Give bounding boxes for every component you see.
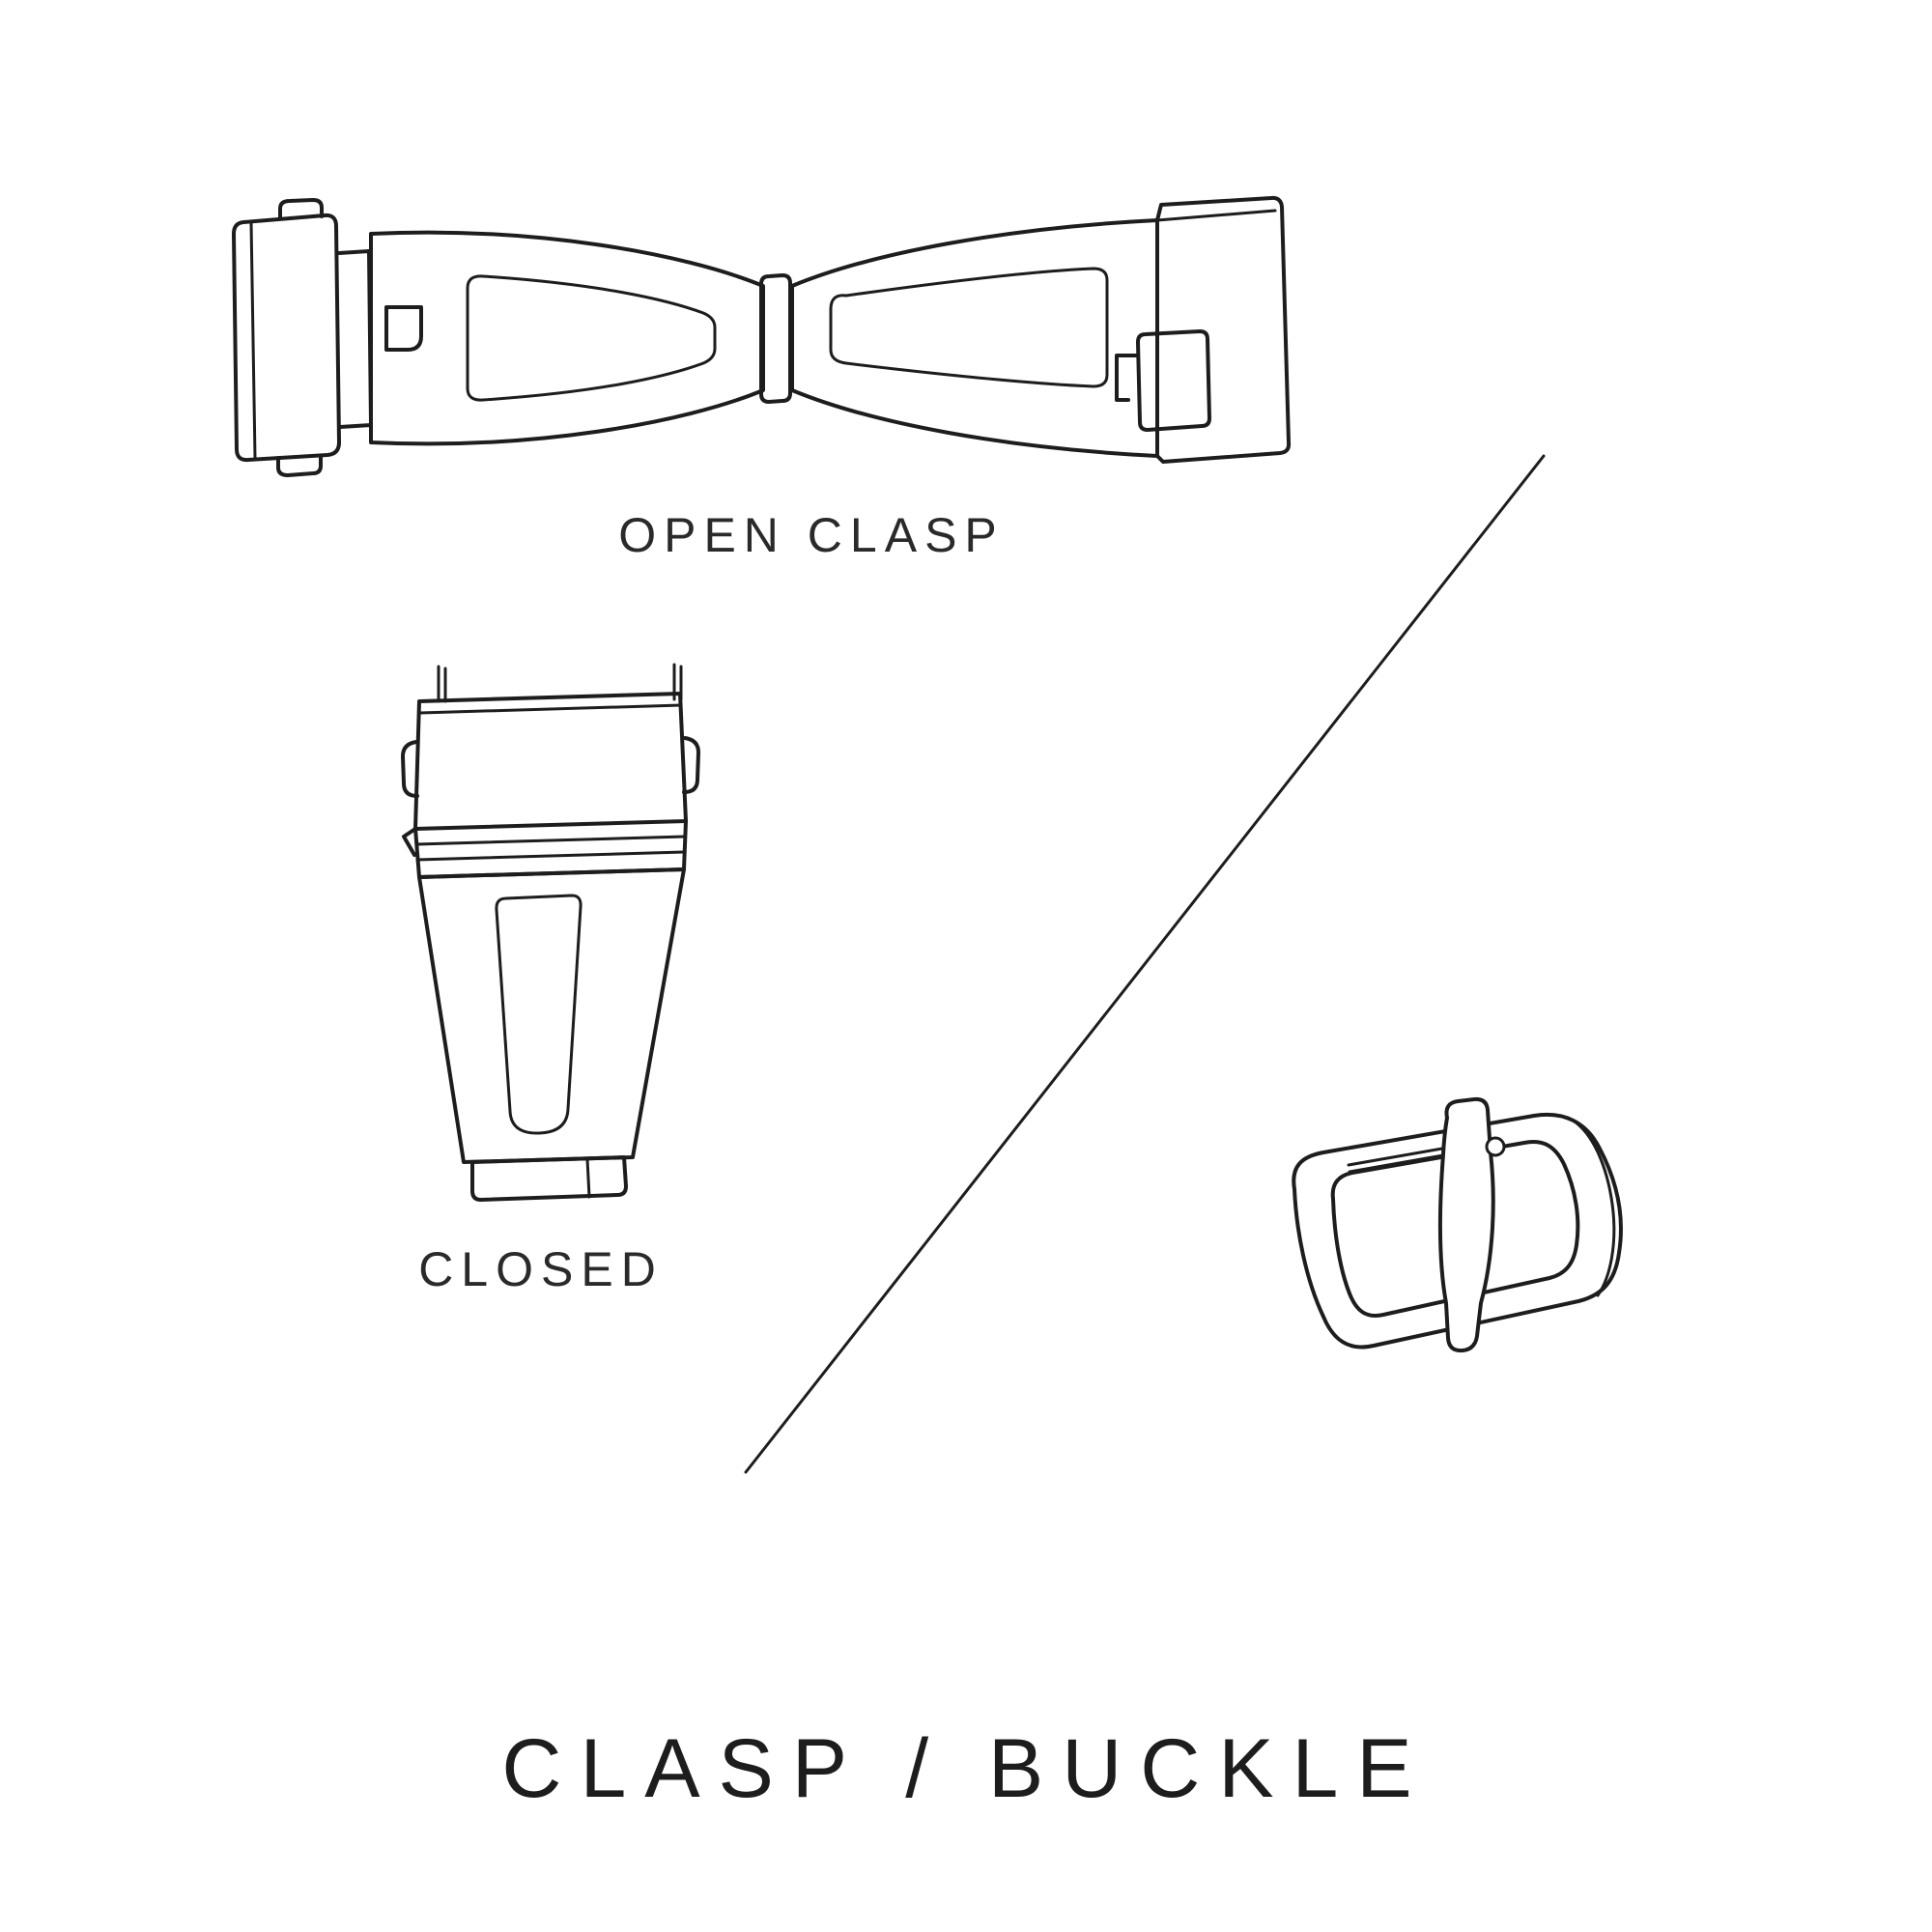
open-clasp-label: OPEN CLASP bbox=[618, 508, 1005, 562]
tang-buckle-illustration bbox=[1292, 1096, 1623, 1353]
closed-clasp-label: CLOSED bbox=[418, 1242, 664, 1296]
closed-clasp-illustration bbox=[401, 663, 700, 1202]
closed-clasp-figure bbox=[396, 657, 705, 1208]
open-clasp-figure bbox=[222, 193, 1299, 483]
buckle-figure bbox=[1246, 1096, 1652, 1420]
open-clasp-illustration bbox=[232, 195, 1292, 477]
page-title: CLASP / BUCKLE bbox=[501, 1722, 1431, 1815]
